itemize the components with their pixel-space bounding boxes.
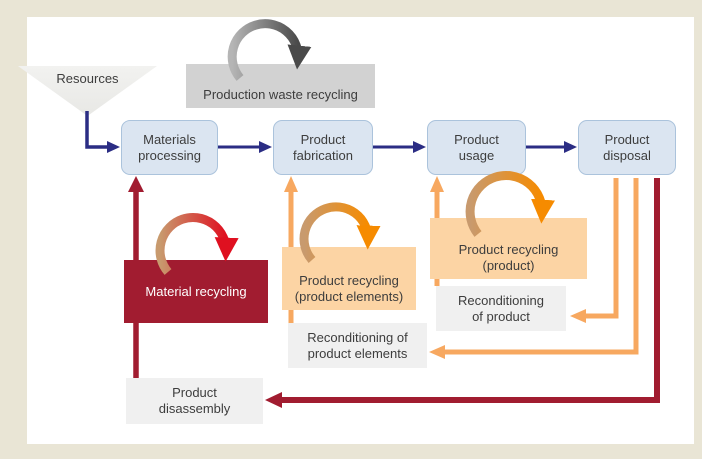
arrow-materials-to-fabrication-icon: [218, 141, 272, 153]
node-reconditioning-of-product-elements: Reconditioning of product elements: [288, 323, 427, 368]
node-product-recycling-product: Product recycling (product): [430, 218, 587, 279]
node-product-fabrication: Product fabrication: [273, 120, 373, 175]
node-product-disposal: Product disposal: [578, 120, 676, 175]
product-recycling-product-loop-icon: [465, 170, 555, 237]
arrow-disposal-to-recond-elements-icon: [429, 178, 639, 359]
node-reconditioning-of-product: Reconditioning of product: [436, 286, 566, 331]
product-recycling-elements-loop-icon: [299, 202, 381, 263]
node-production-waste-recycling: Production waste recycling: [186, 64, 375, 108]
node-product-recycling-elements: Product recycling (product elements): [282, 247, 416, 310]
node-materials-processing: Materials processing: [121, 120, 218, 175]
arrow-fabrication-to-usage-icon: [373, 141, 426, 153]
production-waste-recycling-loop-icon: [227, 19, 312, 81]
arrow-resources-to-materials-processing-icon: [85, 111, 120, 153]
arrow-usage-to-disposal-icon: [526, 141, 577, 153]
arrow-disposal-to-disassembly-icon: [265, 178, 660, 408]
node-product-usage: Product usage: [427, 120, 526, 175]
node-product-disassembly: Product disassembly: [126, 378, 263, 424]
arrow-disposal-to-recond-product-icon: [570, 178, 619, 323]
node-resources: Resources: [56, 71, 119, 86]
material-recycling-loop-icon: [155, 213, 239, 275]
node-material-recycling: Material recycling: [124, 260, 268, 323]
